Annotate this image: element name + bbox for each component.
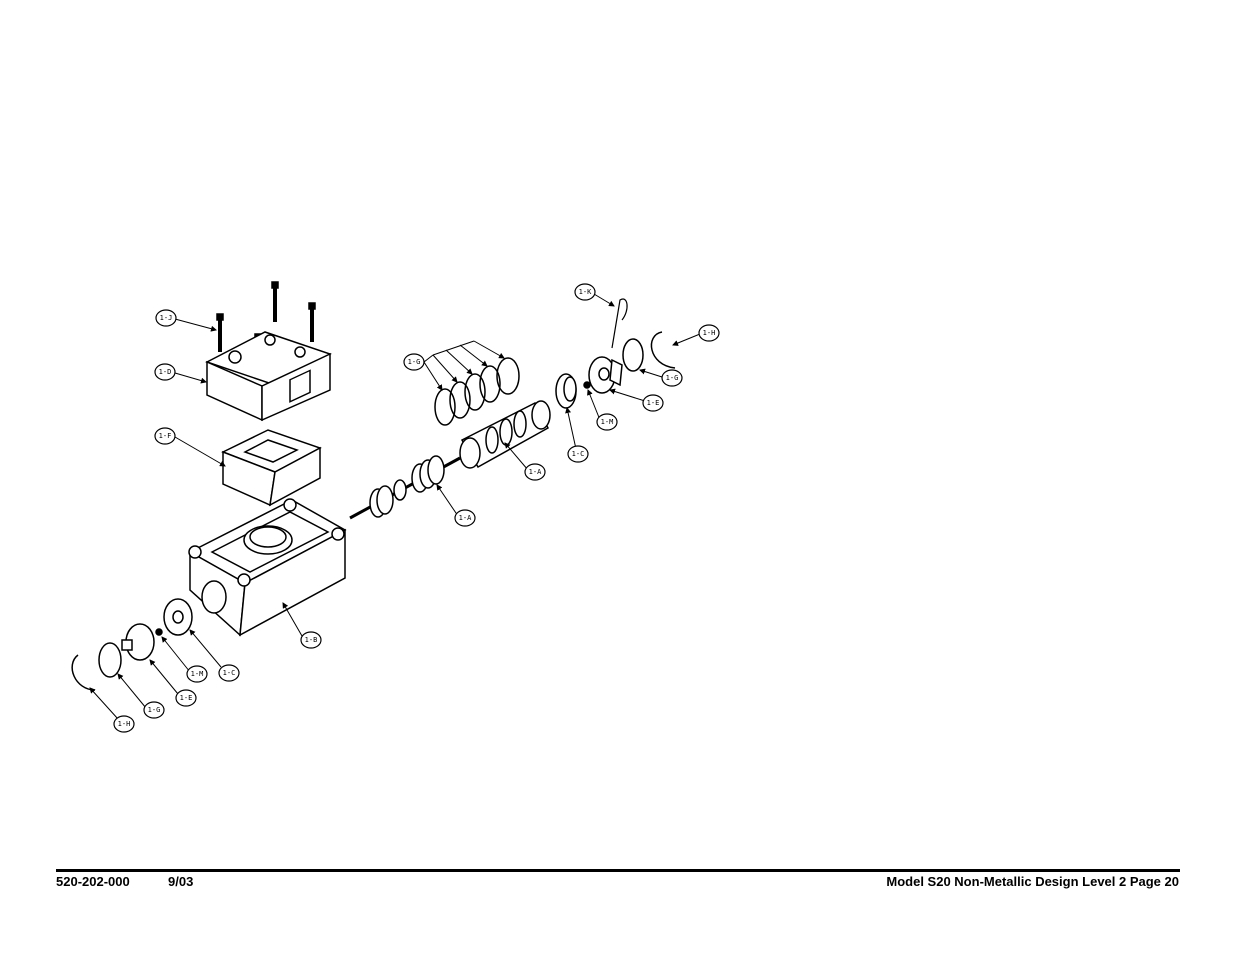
callout-1-j <box>155 309 177 327</box>
callout-label: 1-J <box>160 314 173 322</box>
callout-1-k <box>574 283 596 301</box>
exploded-parts-diagram: 1-J 1-D 1-F 1-B 1-G 1-A 1-A 1-K 1-H 1-G … <box>71 281 720 733</box>
callout-label: 1-B <box>305 636 318 644</box>
callout-1-g-left <box>143 701 165 719</box>
footer-title: Model S20 Non-Metallic Design Level 2 Pa… <box>886 874 1179 889</box>
callout-1-c-left <box>218 664 240 682</box>
spool-part <box>349 455 461 520</box>
callout-1-d <box>154 363 176 381</box>
footer-doc-number: 520-202-000 <box>56 874 130 889</box>
callout-label: 1-G <box>148 706 161 714</box>
callout-label: 1-M <box>191 670 204 678</box>
callout-label: 1-H <box>118 720 131 728</box>
callout-1-e-right <box>642 394 664 412</box>
callout-label: 1-C <box>223 669 236 677</box>
callout-label: 1-H <box>703 329 716 337</box>
callout-1-h-right <box>698 324 720 342</box>
callout-label: 1-F <box>159 432 172 440</box>
gasket-part <box>221 429 322 507</box>
callout-1-m-left <box>186 665 208 683</box>
cap-part <box>205 331 332 422</box>
callout-1-g-right <box>661 369 683 387</box>
footer-date: 9/03 <box>168 874 194 889</box>
right-end-parts <box>555 298 676 409</box>
footer-rule <box>56 869 1180 872</box>
callout-1-h-left <box>113 715 135 733</box>
left-end-parts <box>71 598 193 691</box>
callout-label: 1-A <box>459 514 472 522</box>
callout-label: 1-G <box>666 374 679 382</box>
callout-1-c-right <box>567 445 589 463</box>
callout-label: 1-G <box>408 358 421 366</box>
callout-label: 1-E <box>180 694 193 702</box>
callout-1-a-sleeve <box>524 463 546 481</box>
callout-1-g-rings <box>403 353 425 371</box>
callout-label: 1-C <box>572 450 585 458</box>
callout-1-b <box>300 631 322 649</box>
callout-label: 1-K <box>579 288 592 296</box>
callout-label: 1-E <box>647 399 660 407</box>
callout-label: 1-M <box>601 418 614 426</box>
sleeve-part <box>459 400 551 469</box>
callout-1-e-left <box>175 689 197 707</box>
callout-1-a-spool <box>454 509 476 527</box>
callout-label: 1-D <box>159 368 172 376</box>
o-rings-part <box>434 357 520 426</box>
callout-1-f <box>154 427 176 445</box>
callout-1-m-right <box>596 413 618 431</box>
callout-label: 1-A <box>529 468 542 476</box>
valve-body-part <box>188 498 347 637</box>
